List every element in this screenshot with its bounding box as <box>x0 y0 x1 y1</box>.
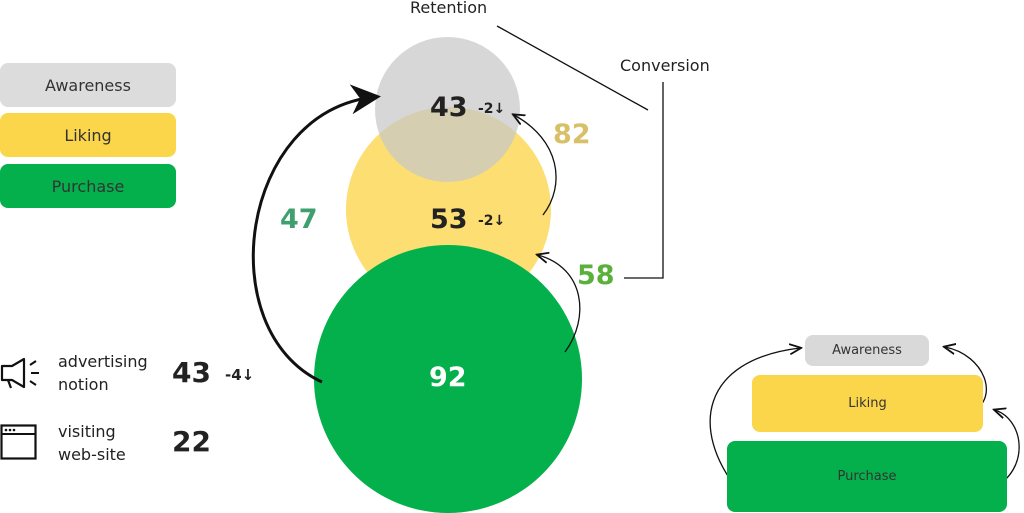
awareness-delta: -2↓ <box>478 101 506 117</box>
megaphone-icon <box>0 356 44 390</box>
metric-visiting-value: 22 <box>172 425 211 458</box>
mini-retention-arrow <box>709 348 800 491</box>
legend-purchase-label: Purchase <box>51 176 125 196</box>
purchase-circle <box>314 245 582 513</box>
awareness-value: 43 <box>430 92 468 123</box>
metric-advertising-delta: -4↓ <box>225 366 255 384</box>
retention-flow-value: 47 <box>280 204 318 235</box>
mini-funnel-purchase-label: Purchase <box>837 469 897 484</box>
awareness-from-liking-value: 82 <box>553 119 591 150</box>
legend-awareness-label: Awareness <box>45 75 131 95</box>
metric-advertising-label: advertising notion <box>58 352 148 394</box>
retention-label: Retention <box>410 0 488 17</box>
legend-awareness: Awareness <box>0 63 176 107</box>
browser-window-icon <box>0 424 38 460</box>
liking-delta: -2↓ <box>478 213 506 229</box>
mini-funnel-liking-label: Liking <box>848 396 887 411</box>
liking-to-awareness-arrow <box>514 115 557 216</box>
purchase-value: 92 <box>429 362 467 393</box>
mini-funnel-liking: Liking <box>752 375 983 432</box>
retention-leader-line <box>496 25 649 111</box>
legend-liking: Liking <box>0 113 176 157</box>
liking-value: 53 <box>430 204 468 235</box>
mini-funnel-purchase: Purchase <box>727 441 1007 512</box>
purchase-to-liking-arrow <box>538 255 581 353</box>
mini-funnel-awareness-label: Awareness <box>832 343 902 358</box>
metric-advertising-value: 43 <box>172 356 211 389</box>
legend-liking-label: Liking <box>64 125 112 145</box>
mini-funnel-awareness: Awareness <box>805 335 929 366</box>
metric-visiting-label: visiting web-site <box>58 422 126 464</box>
legend-purchase: Purchase <box>0 164 176 208</box>
liking-from-purchase-value: 58 <box>577 260 615 291</box>
conversion-label: Conversion <box>620 56 710 75</box>
awareness-circle <box>375 37 520 182</box>
retention-arrow <box>251 84 381 384</box>
conversion-bracket-line <box>624 82 664 279</box>
